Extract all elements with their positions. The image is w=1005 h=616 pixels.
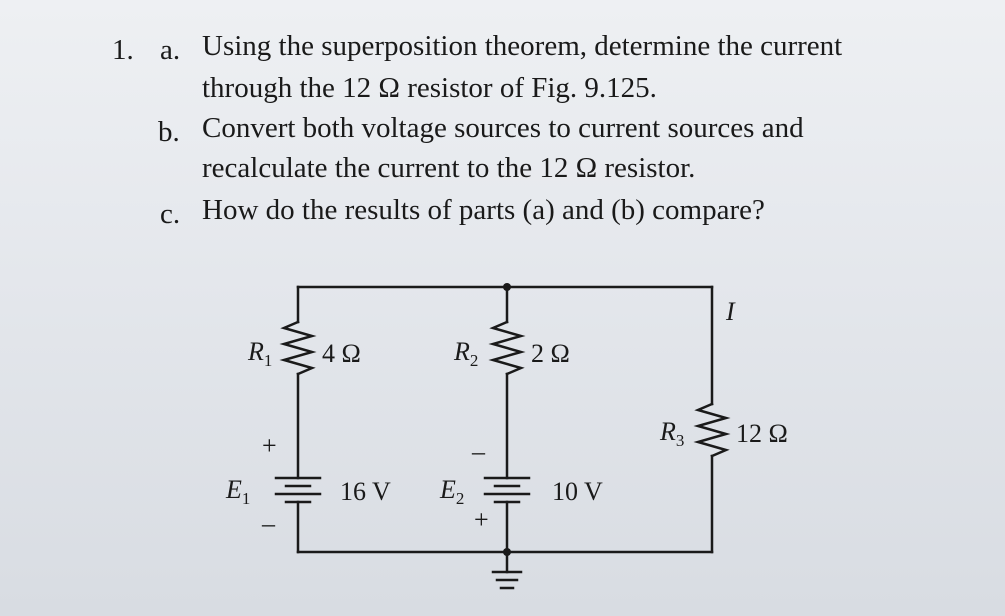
e1-bottom-polarity: –: [261, 509, 276, 538]
r1-resistor-symbol: [279, 320, 317, 376]
r3-resistor-symbol: [693, 402, 731, 458]
part-b-line-2: recalculate the current to the 12 Ω resi…: [202, 152, 696, 184]
problem-number: 1.: [112, 34, 134, 66]
part-b-letter: b.: [158, 116, 180, 148]
junction-bottom: [503, 548, 511, 556]
r3-value: 12 Ω: [736, 419, 788, 448]
part-a-line-2: through the 12 Ω resistor of Fig. 9.125.: [202, 72, 657, 104]
e2-top-polarity: –: [471, 437, 486, 466]
part-c-letter: c.: [160, 198, 181, 230]
ground-icon: [491, 570, 523, 590]
e1-value: 16 V: [340, 477, 391, 506]
e1-name: E1: [225, 475, 250, 508]
part-a-line-1: Using the superposition theorem, determi…: [202, 30, 843, 62]
e2-bottom-polarity: +: [474, 505, 489, 534]
e2-name: E2: [439, 475, 464, 508]
current-label: I: [725, 297, 736, 326]
e2-value: 10 V: [552, 477, 603, 506]
r1-value: 4 Ω: [322, 339, 361, 368]
r2-name: R2: [453, 337, 478, 370]
r3-name: R3: [659, 417, 684, 450]
e2-battery-symbol: [483, 476, 531, 504]
r1-name: R1: [247, 337, 272, 370]
junction-top: [503, 283, 511, 291]
part-b-line-1: Convert both voltage sources to current …: [202, 112, 804, 144]
part-a-letter: a.: [160, 34, 181, 66]
part-c-line-1: How do the results of parts (a) and (b) …: [202, 194, 765, 226]
r2-resistor-symbol: [488, 320, 526, 376]
r2-value: 2 Ω: [531, 339, 570, 368]
e1-battery-symbol: [274, 476, 322, 504]
e1-top-polarity: +: [262, 431, 277, 460]
